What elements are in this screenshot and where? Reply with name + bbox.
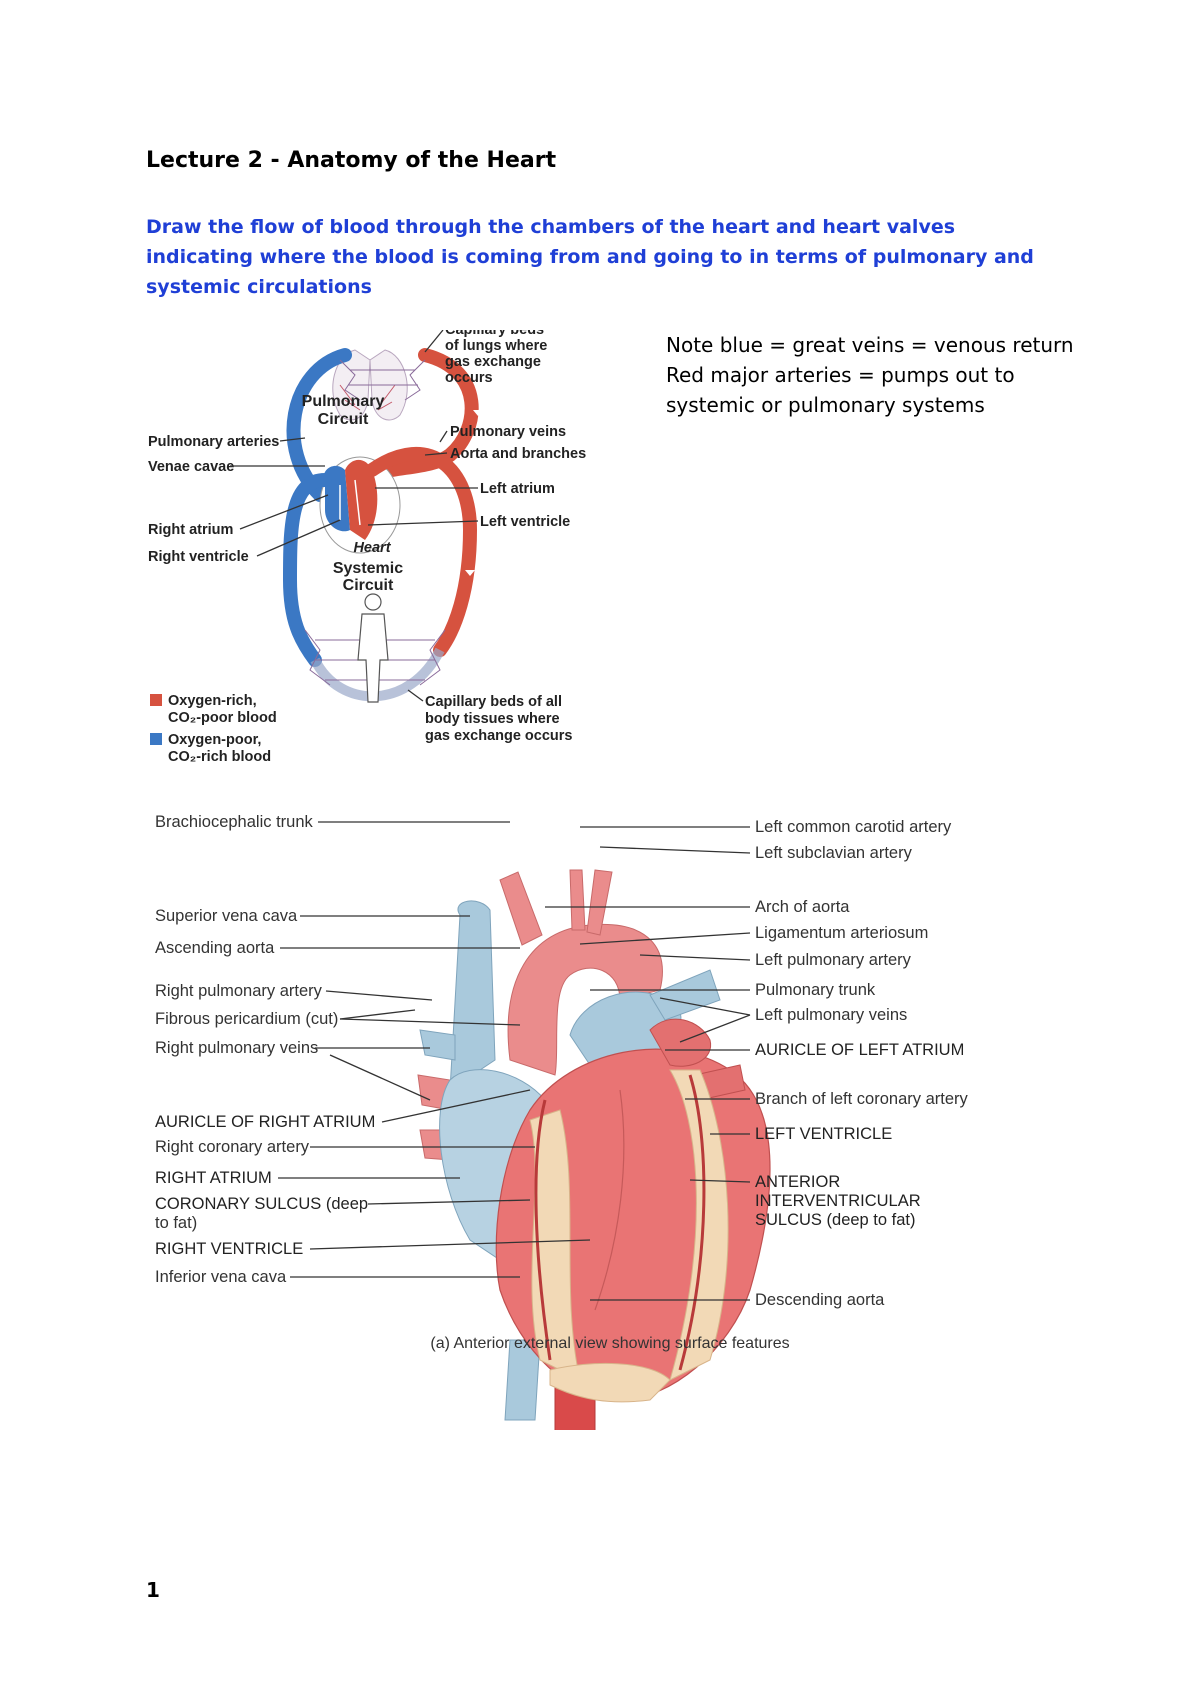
human-figure-icon xyxy=(357,593,389,703)
label-brachiocephalic-trunk: Brachiocephalic trunk xyxy=(155,813,313,831)
color-note: Note blue = great veins = venous return … xyxy=(666,330,1106,420)
label-pulmonary-trunk: Pulmonary trunk xyxy=(755,981,876,999)
label-anterior-2: INTERVENTRICULAR xyxy=(755,1192,921,1210)
note-line-3: systemic or pulmonary systems xyxy=(666,393,985,417)
label-systemic-circuit-2: Circuit xyxy=(343,577,394,594)
label-fibrous-pericardium: Fibrous pericardium (cut) xyxy=(155,1010,338,1028)
label-left-atrium: Left atrium xyxy=(480,481,555,497)
page-number: 1 xyxy=(146,1578,160,1602)
systemic-artery-loop xyxy=(365,446,478,657)
legend-oxygen-rich-2: CO₂-poor blood xyxy=(168,710,277,726)
label-capillary-lungs-4: occurs xyxy=(445,370,493,386)
label-anterior-3: SULCUS (deep to fat) xyxy=(755,1211,916,1229)
label-capillary-body-3: gas exchange occurs xyxy=(425,728,573,744)
legend-swatch-oxygen-poor xyxy=(150,733,162,745)
label-auricle-left-atrium: AURICLE OF LEFT ATRIUM xyxy=(755,1041,964,1059)
left-leader-lines xyxy=(278,821,591,1278)
label-pulmonary-arteries: Pulmonary arteries xyxy=(148,434,279,450)
label-inferior-vena-cava: Inferior vena cava xyxy=(155,1268,287,1286)
label-left-ventricle: Left ventricle xyxy=(480,514,570,530)
label-systemic-circuit-1: Systemic xyxy=(333,560,403,577)
label-left-subclavian: Left subclavian artery xyxy=(755,844,913,862)
systemic-vein-loop xyxy=(282,473,332,667)
label-capillary-body-2: body tissues where xyxy=(425,711,560,727)
diagram-caption: (a) Anterior external view showing surfa… xyxy=(430,1335,789,1352)
legend-oxygen-poor-2: CO₂-rich blood xyxy=(168,749,271,765)
label-capillary-lungs-2: of lungs where xyxy=(445,338,547,354)
label-right-atrium: Right atrium xyxy=(148,522,233,538)
note-line-2: Red major arteries = pumps out to xyxy=(666,363,1015,387)
label-right-atrium: RIGHT ATRIUM xyxy=(155,1169,272,1187)
label-descending-aorta: Descending aorta xyxy=(755,1291,885,1309)
label-right-pulmonary-veins: Right pulmonary veins xyxy=(155,1039,318,1057)
label-pulmonary-circuit-2: Circuit xyxy=(318,411,369,428)
right-leader-lines xyxy=(545,826,751,1301)
label-anterior-1: ANTERIOR xyxy=(755,1173,840,1191)
label-branch-left-coronary: Branch of left coronary artery xyxy=(755,1090,969,1108)
label-capillary-lungs-3: gas exchange xyxy=(445,354,541,370)
label-ascending-aorta: Ascending aorta xyxy=(155,939,275,957)
label-coronary-sulcus-2: to fat) xyxy=(155,1214,197,1232)
label-right-pulmonary-artery: Right pulmonary artery xyxy=(155,982,323,1000)
label-pulmonary-veins: Pulmonary veins xyxy=(450,424,566,440)
label-capillary-body-1: Capillary beds of all xyxy=(425,694,562,710)
note-line-1: Note blue = great veins = venous return xyxy=(666,333,1074,357)
label-right-coronary-artery: Right coronary artery xyxy=(155,1138,310,1156)
label-left-pulmonary-artery: Left pulmonary artery xyxy=(755,951,912,969)
pulmonary-artery-loop xyxy=(286,348,352,502)
label-left-pulmonary-veins: Left pulmonary veins xyxy=(755,1006,907,1024)
legend-oxygen-poor-1: Oxygen-poor, xyxy=(168,732,261,748)
label-aorta-branches: Aorta and branches xyxy=(450,446,586,462)
label-left-ventricle: LEFT VENTRICLE xyxy=(755,1125,892,1143)
label-coronary-sulcus-1: CORONARY SULCUS (deep xyxy=(155,1195,368,1213)
legend-swatch-oxygen-rich xyxy=(150,694,162,706)
instruction-text: Draw the flow of blood through the chamb… xyxy=(146,216,1034,298)
label-capillary-lungs-1: Capillary beds xyxy=(445,330,544,338)
label-venae-cavae: Venae cavae xyxy=(148,459,234,475)
label-right-ventricle: RIGHT VENTRICLE xyxy=(155,1240,303,1258)
heart-anterior-diagram: Brachiocephalic trunk Superior vena cava… xyxy=(155,813,969,1430)
label-right-ventricle: Right ventricle xyxy=(148,549,249,565)
label-ligamentum-arteriosum: Ligamentum arteriosum xyxy=(755,924,928,942)
lung-capillary-mesh xyxy=(339,359,426,401)
heart-illustration xyxy=(319,456,401,554)
label-left-common-carotid: Left common carotid artery xyxy=(755,818,952,836)
label-heart: Heart xyxy=(353,540,391,556)
pulmonary-vein-loop xyxy=(348,348,479,487)
label-pulmonary-circuit-1: Pulmonary xyxy=(302,393,385,410)
document-title: Lecture 2 - Anatomy of the Heart xyxy=(146,148,557,173)
label-auricle-right-atrium: AURICLE OF RIGHT ATRIUM xyxy=(155,1113,375,1131)
heart-illustration-anterior xyxy=(417,869,771,1430)
legend-oxygen-rich-1: Oxygen-rich, xyxy=(168,693,257,709)
label-arch-of-aorta: Arch of aorta xyxy=(755,898,850,916)
label-superior-vena-cava: Superior vena cava xyxy=(155,907,298,925)
circulation-diagram: Capillary beds of lungs where gas exchan… xyxy=(148,330,586,765)
flow-arrows xyxy=(298,410,483,576)
